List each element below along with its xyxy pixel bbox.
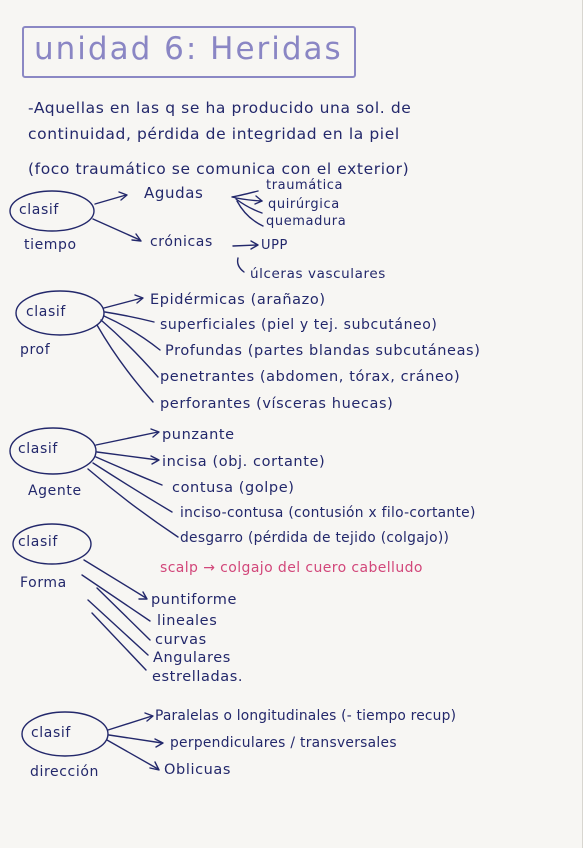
title-frame xyxy=(22,26,356,78)
bubble-label-forma: clasif xyxy=(18,534,58,550)
prof-item: perforantes (vísceras huecas) xyxy=(160,396,394,412)
definition-line-2: continuidad, pérdida de integridad en la… xyxy=(28,125,400,143)
forma-item: curvas xyxy=(155,632,207,648)
clasif-bubble-forma xyxy=(12,523,92,565)
clasif-bubble-tiempo xyxy=(9,190,95,232)
bubble-label-prof: clasif xyxy=(26,304,66,320)
agudas-item: traumática xyxy=(266,178,344,193)
section-label-forma: Forma xyxy=(20,575,67,591)
cronicas-item: UPP xyxy=(261,238,288,253)
agente-item: contusa (golpe) xyxy=(172,480,295,496)
forma-item: estrelladas. xyxy=(152,669,244,685)
agente-item: inciso-contusa (contusión x filo-cortant… xyxy=(180,505,476,521)
section-label-agente: Agente xyxy=(28,483,82,499)
section-label-prof: prof xyxy=(20,342,51,358)
clasif-bubble-agente xyxy=(9,427,97,475)
direccion-item: perpendiculares / transversales xyxy=(170,735,397,751)
prof-item: Epidérmicas (arañazo) xyxy=(150,292,326,308)
agente-item: punzante xyxy=(162,427,235,443)
prof-item: Profundas (partes blandas subcutáneas) xyxy=(165,343,481,359)
definition-line-1: -Aquellas en las q se ha producido una s… xyxy=(28,99,412,117)
definition-line-3: (foco traumático se comunica con el exte… xyxy=(28,160,410,178)
tiempo-agudas: Agudas xyxy=(144,184,204,202)
clasif-bubble-direccion xyxy=(21,711,109,757)
bubble-label-tiempo: clasif xyxy=(19,202,59,218)
page-title: unidad 6: Heridas xyxy=(34,31,343,67)
forma-item: Angulares xyxy=(153,650,231,666)
prof-item: penetrantes (abdomen, tórax, cráneo) xyxy=(160,369,461,385)
direccion-item: Paralelas o longitudinales (- tiempo rec… xyxy=(155,708,457,724)
bubble-label-direccion: clasif xyxy=(31,725,71,741)
agudas-item: quemadura xyxy=(266,214,347,229)
tiempo-cronicas: crónicas xyxy=(150,234,213,250)
agente-item: incisa (obj. cortante) xyxy=(162,454,326,470)
forma-item: puntiforme xyxy=(151,592,238,608)
section-label-direccion: dirección xyxy=(30,764,99,780)
prof-item: superficiales (piel y tej. subcutáneo) xyxy=(160,317,438,333)
section-label-tiempo: tiempo xyxy=(24,237,77,253)
cronicas-item: úlceras vasculares xyxy=(250,266,386,282)
scalp-note: scalp → colgajo del cuero cabelludo xyxy=(160,560,423,576)
forma-item: lineales xyxy=(157,613,218,629)
direccion-item: Oblicuas xyxy=(164,762,232,778)
agente-item: desgarro (pérdida de tejido (colgajo)) xyxy=(180,530,450,546)
clasif-bubble-prof xyxy=(15,290,105,336)
bubble-label-agente: clasif xyxy=(18,441,58,457)
agudas-item: quirúrgica xyxy=(268,197,340,212)
